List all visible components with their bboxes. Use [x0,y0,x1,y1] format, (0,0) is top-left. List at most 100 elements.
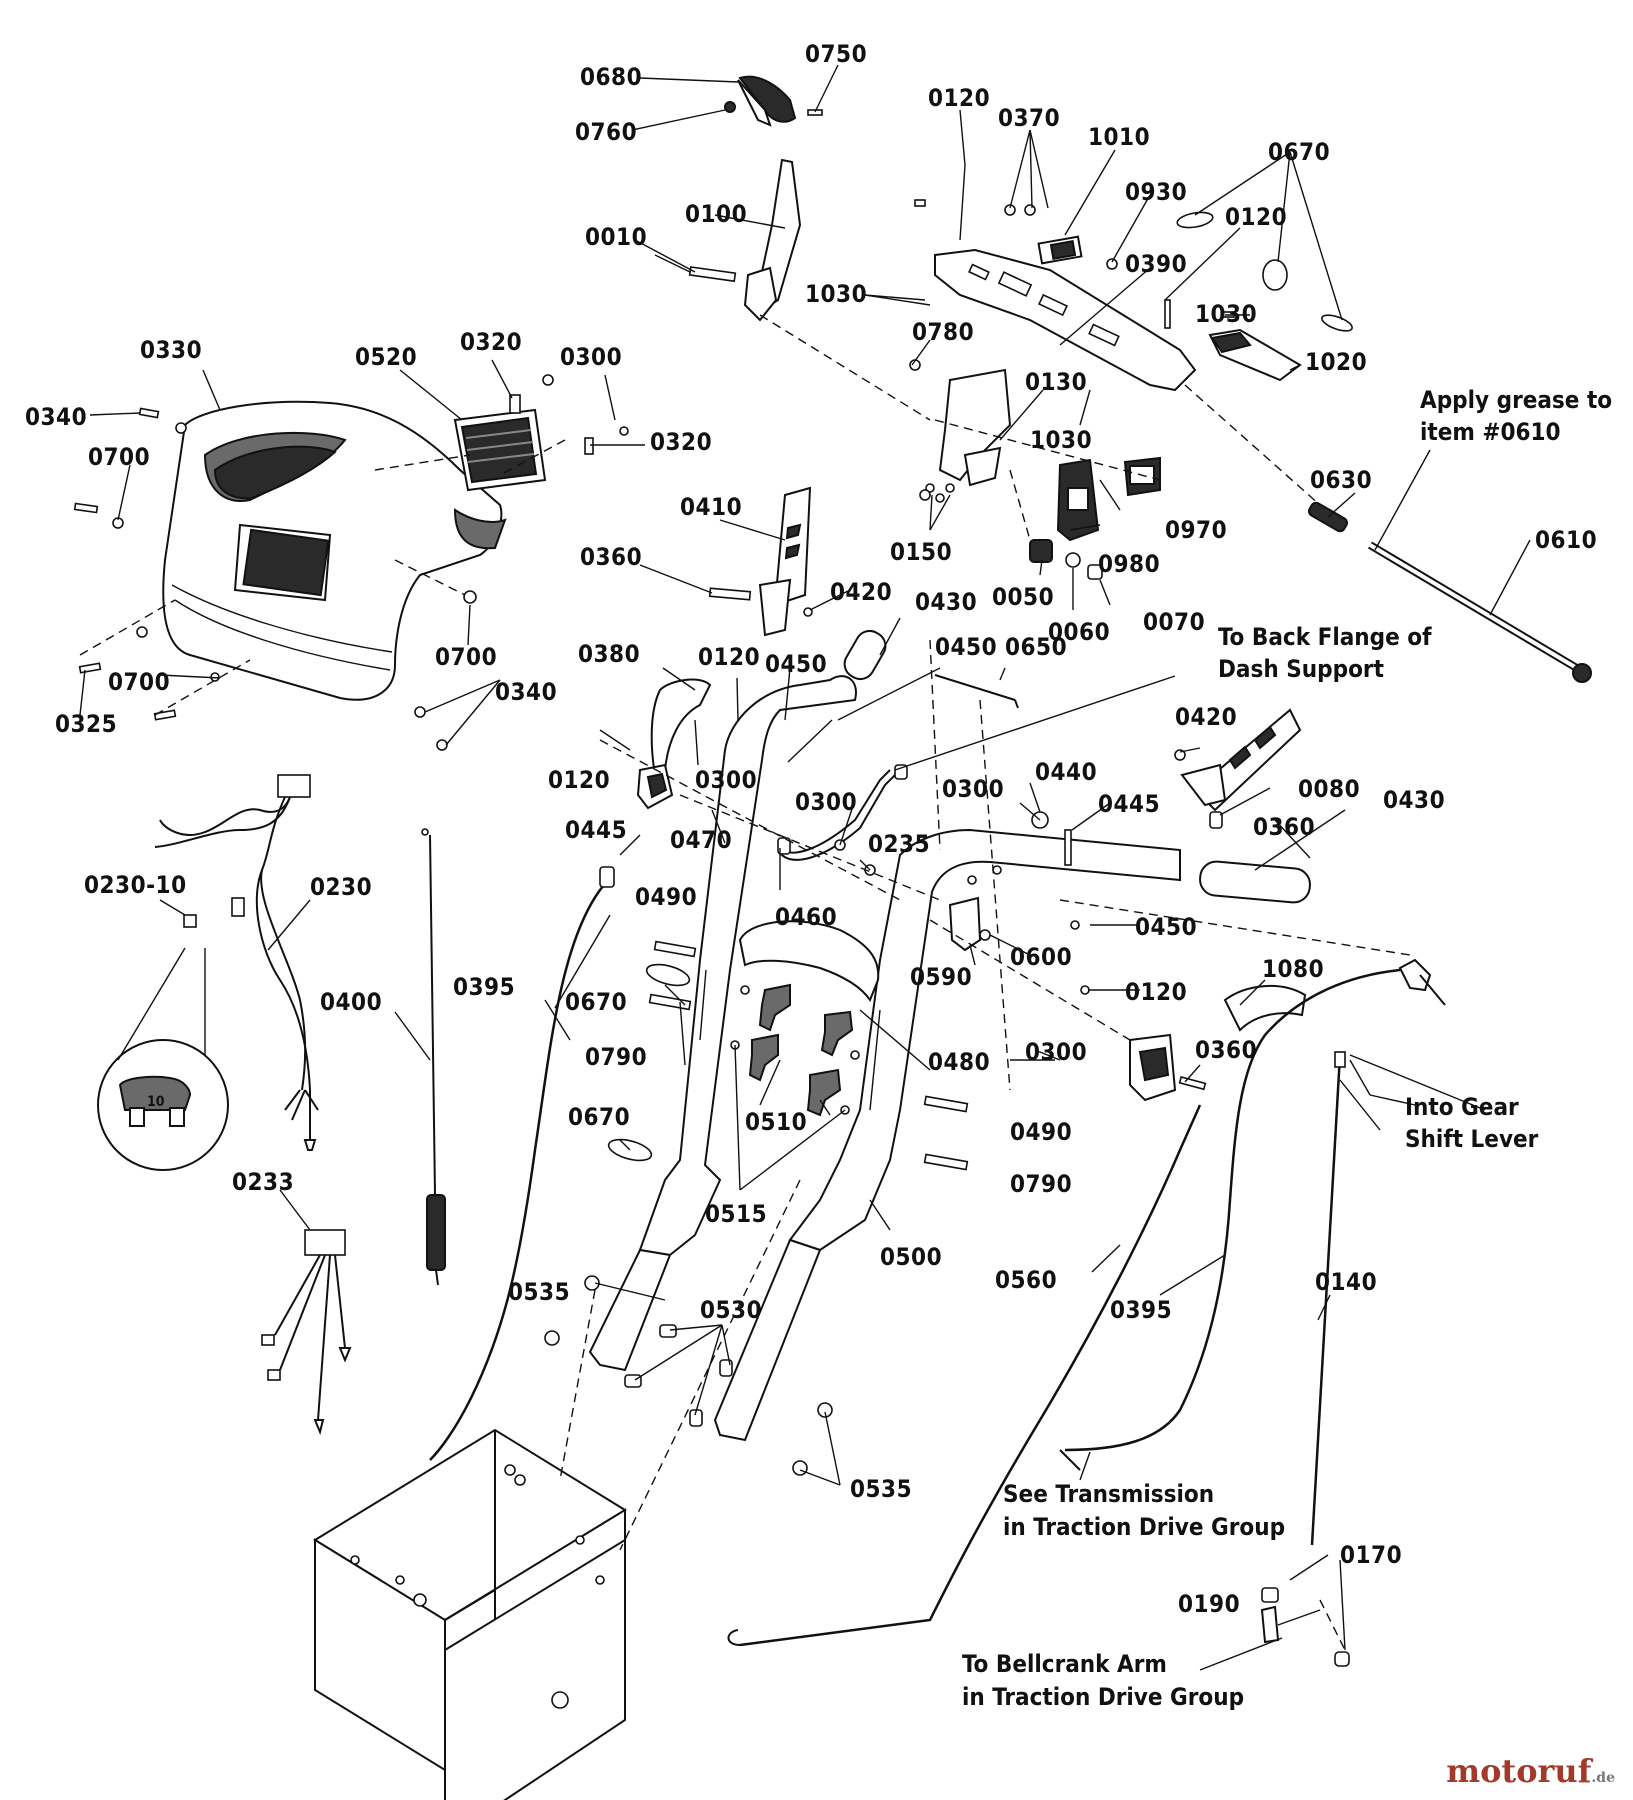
label-0650: 0650 [1005,633,1067,661]
spring-hardware [925,483,1103,580]
right-control-lever [1129,984,1307,1102]
label-0760: 0760 [575,118,637,146]
label-1030-right: 1030 [1195,300,1257,328]
label-0630: 0630 [1310,466,1372,494]
label-0120-mid: 0120 [698,643,760,671]
label-0120-lower: 0120 [1125,978,1187,1006]
shift-knob-and-rod [688,75,823,322]
label-0325: 0325 [55,710,117,738]
label-0520: 0520 [355,343,417,371]
label-0395-right: 0395 [1110,1296,1172,1324]
label-0535-right: 0535 [850,1475,912,1503]
label-0060: 0060 [1048,618,1110,646]
label-0010: 0010 [585,223,647,251]
label-0130: 0130 [1025,368,1087,396]
label-0670-low: 0670 [568,1103,630,1131]
label-0400: 0400 [320,988,382,1016]
label-1020: 1020 [1305,348,1367,376]
label-0930: 0930 [1125,178,1187,206]
connector-harness [261,1229,352,1436]
label-0300-right: 0300 [942,775,1004,803]
label-0360-top: 0360 [580,543,642,571]
label-1030-bottom: 1030 [1030,426,1092,454]
label-0360-lower: 0360 [1195,1036,1257,1064]
note-trans-line1: See Transmission [1003,1480,1214,1508]
dash-cover-part [162,400,507,701]
label-0230-10: 0230-10 [84,871,187,899]
label-0070: 0070 [1143,608,1205,636]
lower-handle-brackets [544,1238,833,1476]
label-0750: 0750 [805,40,867,68]
label-0300-lower: 0300 [1025,1038,1087,1066]
label-0450-right: 0450 [1135,913,1197,941]
label-0590: 0590 [910,963,972,991]
dash-support-part [909,164,1302,487]
rod-and-spring [1308,501,1592,683]
note-grease-line1: Apply grease to [1420,386,1612,414]
left-cable [429,866,615,1461]
link-rod [934,674,1019,709]
label-0330: 0330 [140,336,202,364]
label-0050: 0050 [992,583,1054,611]
label-0670-top: 0670 [1268,138,1330,166]
label-0420-right: 0420 [1175,703,1237,731]
label-0360-right: 0360 [1253,813,1315,841]
label-0320-right: 0320 [650,428,712,456]
label-0430-top: 0430 [915,588,977,616]
knob-fasteners [730,983,860,1117]
label-0320-top: 0320 [460,328,522,356]
label-0445-right: 0445 [1098,790,1160,818]
watermark-tld: .de [1591,1770,1615,1786]
right-lever-bracket [1174,708,1302,829]
label-0150: 0150 [890,538,952,566]
label-0610: 0610 [1535,526,1597,554]
label-0300-mid2: 0300 [795,788,857,816]
label-0410: 0410 [680,493,742,521]
label-0230: 0230 [310,873,372,901]
left-control-lever [636,678,712,810]
label-0970: 0970 [1165,516,1227,544]
watermark-brand: motoruf [1446,1752,1592,1790]
label-0120-left: 0120 [548,766,610,794]
label-0390: 0390 [1125,250,1187,278]
label-0700-left: 0700 [88,443,150,471]
fuse-marking: 10 [147,1094,165,1110]
note-gear-line2: Shift Lever [1405,1125,1539,1153]
label-0170: 0170 [1340,1541,1402,1569]
label-0190: 0190 [1178,1590,1240,1618]
label-0480: 0480 [928,1048,990,1076]
note-grease-line2: item #0610 [1420,418,1561,446]
label-0780: 0780 [912,318,974,346]
label-0510: 0510 [745,1108,807,1136]
panel-insert-part [453,408,547,492]
label-0670-mid: 0670 [565,988,627,1016]
label-0233: 0233 [232,1168,294,1196]
label-0420-center: 0420 [830,578,892,606]
label-0530: 0530 [700,1296,762,1324]
label-0680: 0680 [580,63,642,91]
label-0340-left: 0340 [25,403,87,431]
label-1030-left: 1030 [805,280,867,308]
cover-hardware [73,374,629,751]
label-0300-mid: 0300 [695,766,757,794]
label-0700-bottom: 0700 [108,668,170,696]
label-1080: 1080 [1262,955,1324,983]
label-0490-left: 0490 [635,883,697,911]
leader-lines [79,64,1531,1671]
label-0445-left: 0445 [565,816,627,844]
assembly-notes: Apply grease to item #0610 To Back Flang… [962,386,1612,1711]
handle-grips [843,629,1311,904]
label-0790-right: 0790 [1010,1170,1072,1198]
label-0120-top: 0120 [928,84,990,112]
label-0450-mid: 0450 [765,650,827,678]
label-0460: 0460 [775,903,837,931]
label-0380: 0380 [578,640,640,668]
label-0500: 0500 [880,1243,942,1271]
switch-housing-part [1056,456,1161,542]
spring-rod [421,828,446,1286]
label-0340-right: 0340 [495,678,557,706]
label-0395-left: 0395 [453,973,515,1001]
note-trans-line2: in Traction Drive Group [1003,1513,1285,1541]
lever-link [777,764,908,876]
